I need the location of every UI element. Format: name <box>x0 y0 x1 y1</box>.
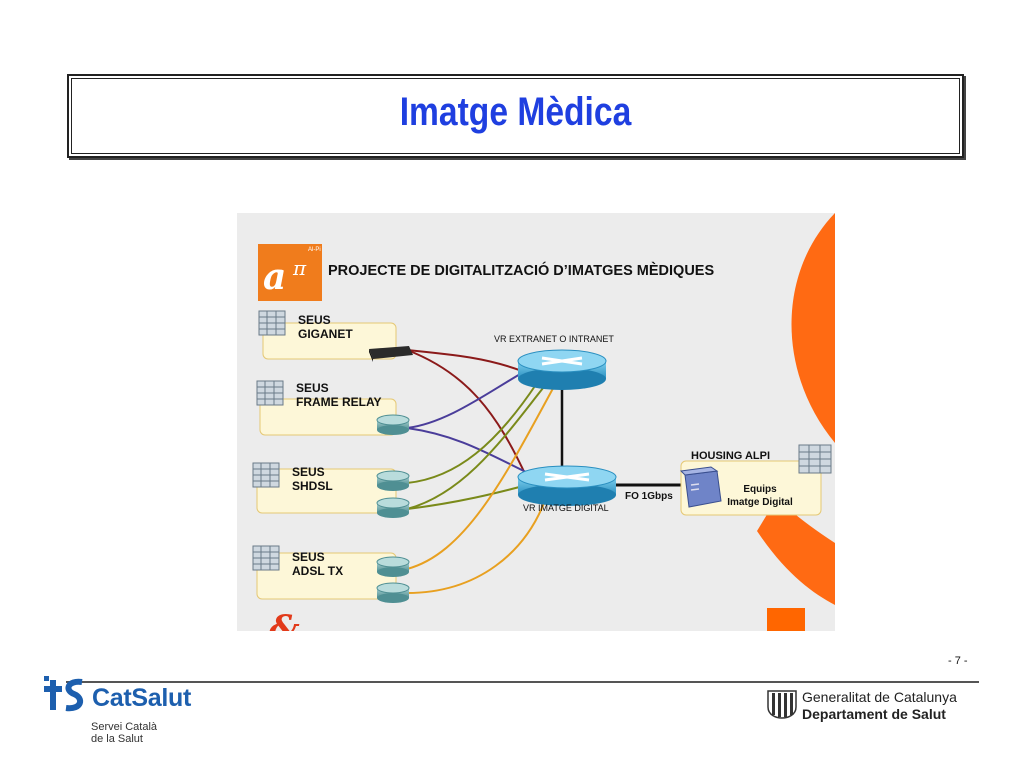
router-icon-shdsl-1 <box>376 470 410 491</box>
orange-swoosh-bottom <box>757 498 835 605</box>
link-giganet-bottom <box>406 349 528 479</box>
router-top-label: VR EXTRANET O INTRANET <box>494 334 614 344</box>
diagram-drawing: a π & <box>252 213 835 631</box>
orange-swoosh-top <box>791 213 835 443</box>
router-icon-extranet <box>517 349 607 390</box>
link-framerelay-bottom <box>406 427 533 476</box>
link-adsl-2 <box>406 494 548 594</box>
link-giganet-top <box>406 349 523 372</box>
alpi-logo-glyph: a <box>263 256 286 298</box>
catsalut-subtitle: Servei Català de la Salut <box>91 721 158 745</box>
router-icon-imatge <box>517 465 617 506</box>
generalitat-logo-icon <box>767 690 797 719</box>
link-framerelay-top <box>406 372 523 429</box>
building-icon-adsl <box>252 545 280 571</box>
building-icon-giganet <box>258 310 286 336</box>
equipment-icon <box>679 466 722 508</box>
connection-lines <box>406 349 558 594</box>
slide-title: Imatge Mèdica <box>399 90 632 134</box>
ampersand-logo: & <box>269 608 300 631</box>
alpi-logo <box>258 244 322 301</box>
footer-divider <box>66 681 979 683</box>
building-icon-housing <box>798 444 832 474</box>
title-frame: Imatge Mèdica <box>67 74 964 158</box>
catsalut-logo-icon <box>44 676 84 712</box>
building-icon-framerelay <box>256 380 284 406</box>
router-icon-adsl-2 <box>376 582 410 603</box>
page-number: - 7 - <box>948 655 968 667</box>
switch-icon-giganet <box>369 346 413 362</box>
router-icon-framerelay <box>376 414 410 435</box>
link-shdsl-3 <box>406 382 548 510</box>
link-shdsl-1 <box>406 382 538 484</box>
site-box-shdsl <box>256 468 397 514</box>
link-shdsl-2 <box>406 484 528 510</box>
link-label: FO 1Gbps <box>625 491 673 502</box>
catsalut-brand: CatSalut <box>92 684 192 712</box>
site-box-giganet <box>262 322 397 360</box>
network-diagram: a π & Al-Pi PROJECTE DE DIGITALITZACIÓ D… <box>237 213 835 631</box>
orange-logo: orange <box>767 608 805 631</box>
building-icon-shdsl <box>252 462 280 488</box>
router-bottom-label: VR IMATGE DIGITAL <box>523 503 609 513</box>
housing-label: HOUSING ALPI <box>691 450 771 462</box>
link-adsl-1 <box>406 380 558 570</box>
department-name: Departament de Salut <box>802 706 946 722</box>
alpi-logo-pi: π <box>292 256 307 280</box>
project-title: PROJECTE DE DIGITALITZACIÓ D’IMATGES MÈD… <box>328 263 715 279</box>
router-icon-shdsl-2 <box>376 497 410 518</box>
router-icon-adsl-1 <box>376 556 410 577</box>
alpi-logo-text: Al-Pi <box>308 247 321 253</box>
generalitat-name: Generalitat de Catalunya <box>802 689 957 705</box>
